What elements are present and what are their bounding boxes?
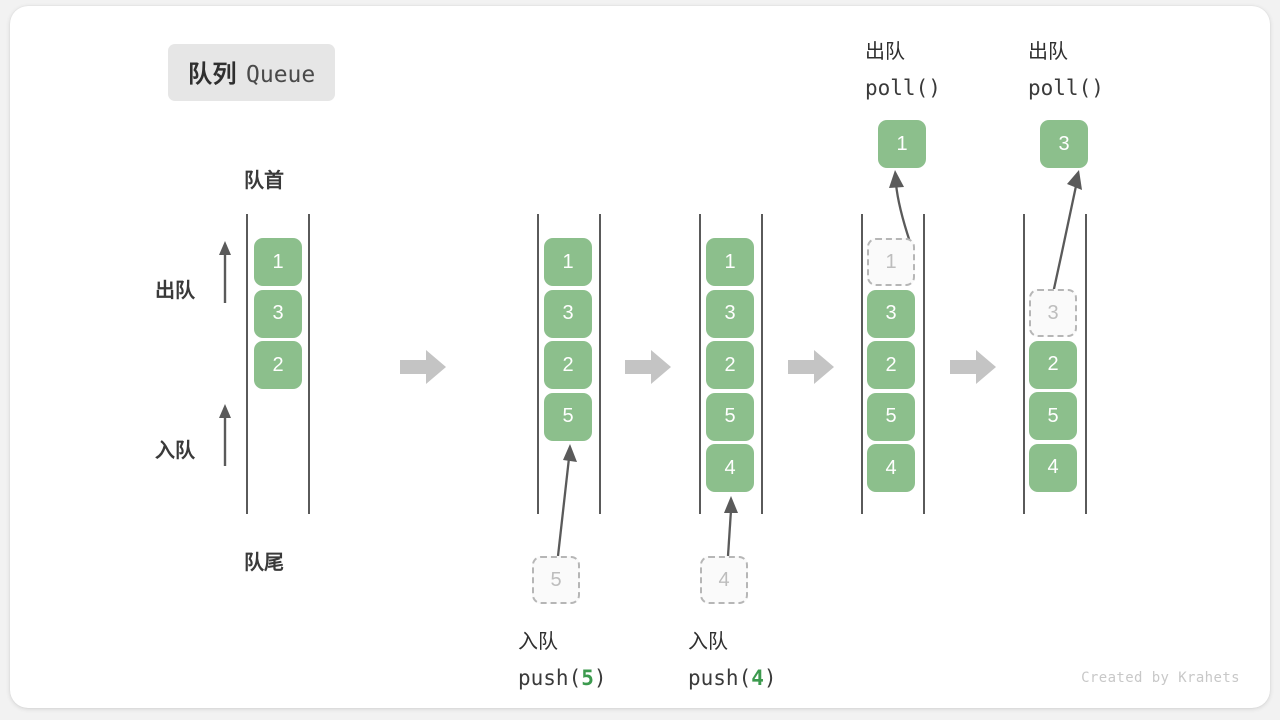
queue-element: 5 — [706, 392, 754, 441]
queue-element: 3 — [254, 289, 302, 338]
queue-rail-right-p2 — [599, 214, 601, 514]
queue-rail-right-p4 — [923, 214, 925, 514]
op-label-push-4: 入队 push(4) — [688, 624, 777, 696]
queue-rail-left-p1 — [246, 214, 248, 514]
op-label-poll-3-fn: poll() — [1028, 76, 1104, 100]
queue-rail-left-p4 — [861, 214, 863, 514]
queue-element: 3 — [544, 289, 592, 338]
flow-arrow-3-icon — [788, 350, 834, 384]
queue-element: 5 — [1029, 392, 1077, 440]
enqueue-direction-arrow-icon — [217, 404, 233, 466]
label-queue-tail: 队尾 — [244, 552, 284, 574]
flow-arrow-4-icon — [950, 350, 996, 384]
polled-value-1: 1 — [878, 120, 926, 168]
queue-element: 1 — [867, 238, 915, 286]
queue-rail-left-p2 — [537, 214, 539, 514]
diagram-title-en: Queue — [246, 62, 316, 88]
label-enqueue: 入队 — [155, 440, 195, 462]
polled-value-3: 3 — [1040, 120, 1088, 168]
poll-1-arrow-icon — [860, 166, 940, 246]
queue-element: 5 — [544, 392, 592, 441]
op-label-poll-1-cn: 出队 — [865, 41, 905, 63]
push-5-value: 5 — [581, 666, 594, 690]
label-queue-head: 队首 — [244, 170, 284, 192]
queue-rail-right-p3 — [761, 214, 763, 514]
op-label-poll-3-cn: 出队 — [1028, 41, 1068, 63]
flow-arrow-1-icon — [400, 350, 446, 384]
queue-element: 5 — [867, 392, 915, 441]
dequeue-direction-arrow-icon — [217, 241, 233, 303]
flow-arrow-2-icon — [625, 350, 671, 384]
op-label-push-5-cn: 入队 — [518, 631, 558, 653]
queue-rail-left-p3 — [699, 214, 701, 514]
queue-element: 3 — [867, 289, 915, 338]
queue-element: 2 — [867, 341, 915, 389]
queue-element: 1 — [544, 238, 592, 286]
queue-element: 3 — [1029, 289, 1077, 337]
op-label-poll-1-fn: poll() — [865, 76, 941, 100]
op-label-poll-3: 出队 poll() — [1028, 34, 1104, 106]
queue-rail-right-p5 — [1085, 214, 1087, 514]
push-4-arrow-icon — [678, 488, 768, 560]
queue-element: 3 — [706, 289, 754, 338]
push-5-fn-prefix: push( — [518, 666, 582, 690]
queue-element: 2 — [706, 341, 754, 389]
credit-text: Created by Krahets — [1081, 670, 1240, 686]
queue-element: 4 — [1029, 443, 1077, 492]
diagram-title-cn: 队列 — [188, 61, 237, 88]
queue-element: 1 — [254, 238, 302, 286]
push-4-fn-suffix: ) — [763, 666, 777, 690]
diagram-title-badge: 队列 Queue — [168, 44, 336, 101]
queue-element: 4 — [706, 444, 754, 492]
push-4-value: 4 — [751, 666, 764, 690]
push-5-arrow-icon — [510, 436, 600, 561]
ghost-box-push-5: 5 — [532, 556, 580, 604]
op-label-push-4-fn: push(4) — [688, 660, 777, 696]
queue-element: 2 — [254, 341, 302, 389]
push-5-fn-suffix: ) — [593, 666, 607, 690]
queue-element: 4 — [867, 444, 915, 492]
op-label-push-5: 入队 push(5) — [518, 624, 607, 696]
queue-rail-right-p1 — [308, 214, 310, 514]
queue-rail-left-p5 — [1023, 214, 1025, 514]
queue-element: 2 — [1029, 340, 1077, 389]
queue-element: 1 — [706, 238, 754, 286]
poll-3-arrow-icon — [1022, 166, 1112, 301]
op-label-poll-1: 出队 poll() — [865, 34, 941, 106]
push-4-fn-prefix: push( — [688, 666, 752, 690]
queue-element: 2 — [544, 341, 592, 389]
op-label-push-5-fn: push(5) — [518, 660, 607, 696]
label-dequeue: 出队 — [155, 280, 195, 302]
ghost-box-push-4: 4 — [700, 556, 748, 604]
op-label-push-4-cn: 入队 — [688, 631, 728, 653]
